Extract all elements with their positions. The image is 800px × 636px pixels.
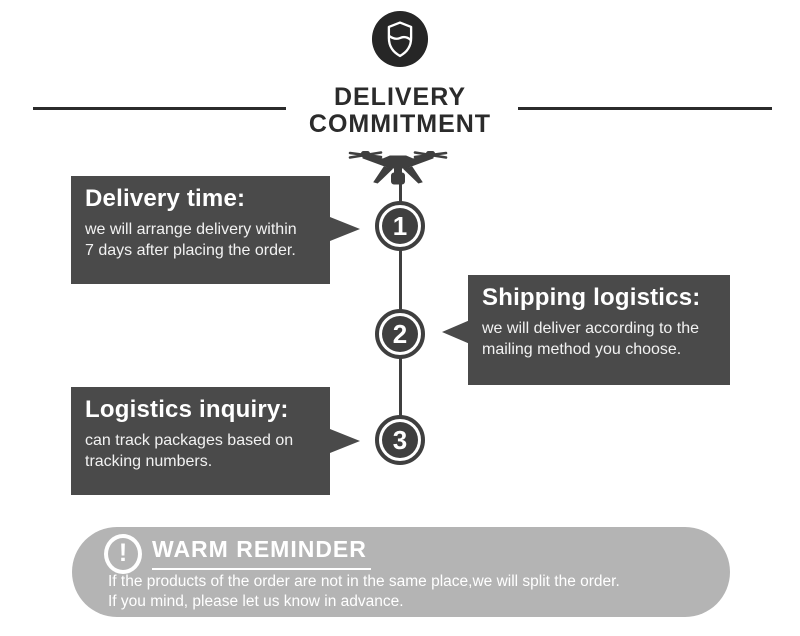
step-pointer-1 — [330, 217, 360, 241]
step-title-delivery-time: Delivery time: — [85, 185, 246, 212]
step-box-delivery-time: Delivery time: we will arrange delivery … — [71, 176, 330, 284]
step-desc-line: tracking numbers. — [85, 452, 213, 470]
step-title-shipping-logistics: Shipping logistics: — [482, 284, 701, 311]
step-title-logistics-inquiry: Logistics inquiry: — [85, 396, 289, 423]
step-pointer-3 — [330, 429, 360, 453]
warm-reminder-panel: ! WARM REMINDER If the products of the o… — [72, 527, 730, 617]
step-circle-2: 2 — [375, 309, 425, 359]
step-number-1: 1 — [392, 210, 408, 241]
step-desc-line: 7 days after placing the order. — [85, 241, 296, 259]
step-number-3: 3 — [392, 424, 408, 455]
step-pointer-2 — [442, 320, 470, 344]
exclamation-glyph: ! — [118, 538, 128, 567]
page-title: DELIVERY COMMITMENT — [0, 84, 800, 138]
warm-reminder-line1: If the products of the order are not in … — [108, 573, 620, 590]
step-box-logistics-inquiry: Logistics inquiry: can track packages ba… — [71, 387, 330, 495]
exclamation-icon: ! — [104, 534, 142, 574]
drone-icon — [348, 142, 448, 188]
step-number-2: 2 — [392, 318, 408, 349]
step-desc-line: we will deliver according to the — [482, 320, 699, 337]
title-rule-right — [518, 107, 772, 110]
warm-reminder-line2: If you mind, please let us know in advan… — [108, 593, 404, 610]
shield-icon — [371, 10, 429, 68]
step-circle-1: 1 — [375, 201, 425, 251]
title-rule-left — [33, 107, 286, 110]
timeline-connector — [399, 172, 402, 440]
warm-reminder-title: WARM REMINDER — [152, 536, 371, 570]
step-desc-line: can track packages based on — [85, 432, 294, 449]
page-title-line2: COMMITMENT — [308, 110, 492, 138]
page-title-line1: DELIVERY — [333, 83, 467, 111]
step-circle-3: 3 — [375, 415, 425, 465]
step-box-shipping-logistics: Shipping logistics: we will deliver acco… — [468, 275, 730, 385]
step-desc-line: we will arrange delivery within — [85, 221, 297, 238]
warm-reminder-body: If the products of the order are not in … — [108, 572, 620, 612]
step-desc-line: mailing method you choose. — [482, 340, 682, 358]
